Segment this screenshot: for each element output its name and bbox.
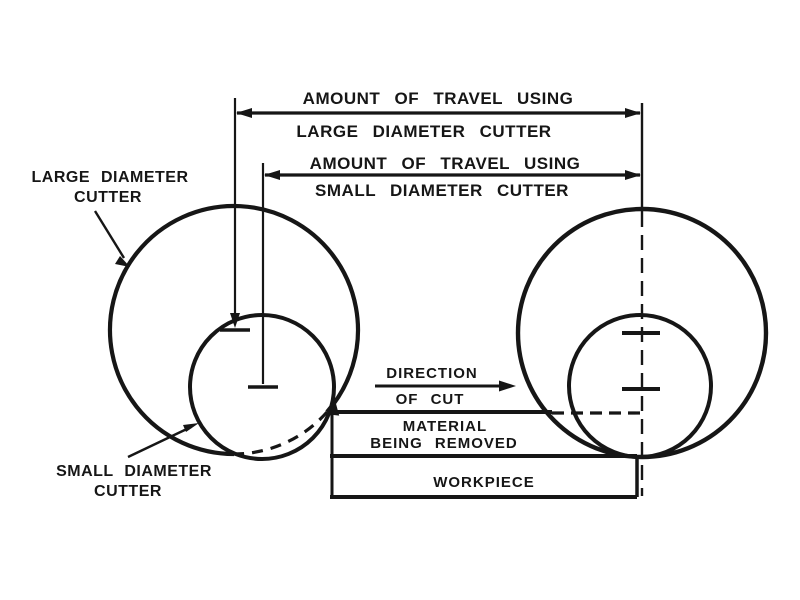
dimension-large-cutter-travel: AMOUNT OF TRAVEL USING LARGE DIAMETER CU… <box>236 89 641 141</box>
cutters-start-position <box>107 203 361 461</box>
arrowhead-left-icon <box>264 170 280 180</box>
direction-of-cut: DIRECTION OF CUT <box>375 365 516 408</box>
label-large-cutter-line2: CUTTER <box>74 189 142 206</box>
callout-small-cutter: SMALL DIAMETER CUTTER <box>56 423 212 500</box>
large-cutter-hidden-arc <box>233 410 329 456</box>
small-cutter-circle-end <box>567 313 713 459</box>
label-material-line1: MATERIAL <box>403 418 487 435</box>
small-cutter-circle-start <box>188 313 336 461</box>
direction-arrowhead-icon <box>499 380 516 392</box>
leader-arrowhead-icon <box>183 423 199 432</box>
label-direction-line2: OF CUT <box>396 391 465 408</box>
label-small-travel-top: AMOUNT OF TRAVEL USING <box>310 154 581 173</box>
large-cutter-circle-start <box>107 203 361 457</box>
arrowhead-left-icon <box>236 108 252 118</box>
label-large-travel-bottom: LARGE DIAMETER CUTTER <box>296 122 551 141</box>
label-small-cutter-line1: SMALL DIAMETER <box>56 463 212 480</box>
label-workpiece: WORKPIECE <box>433 474 535 491</box>
material-being-removed-region: MATERIAL BEING REMOVED <box>330 410 641 457</box>
label-large-travel-top: AMOUNT OF TRAVEL USING <box>303 89 574 108</box>
workpiece-region: WORKPIECE <box>330 454 639 499</box>
callout-large-cutter: LARGE DIAMETER CUTTER <box>32 169 189 267</box>
label-small-cutter-line2: CUTTER <box>94 483 162 500</box>
arrowhead-right-icon <box>625 170 641 180</box>
leader-line-large-cutter <box>93 210 126 259</box>
leader-arrowhead-icon <box>115 256 130 267</box>
label-large-cutter-line1: LARGE DIAMETER <box>32 169 189 186</box>
leader-line-small-cutter <box>127 425 192 459</box>
cutters-end-position <box>515 206 769 460</box>
dimension-small-cutter-travel: AMOUNT OF TRAVEL USING SMALL DIAMETER CU… <box>264 154 641 200</box>
label-small-travel-bottom: SMALL DIAMETER CUTTER <box>315 181 569 200</box>
label-direction-line1: DIRECTION <box>386 365 478 382</box>
label-material-line2: BEING REMOVED <box>370 435 518 452</box>
arrowhead-right-icon <box>625 108 641 118</box>
